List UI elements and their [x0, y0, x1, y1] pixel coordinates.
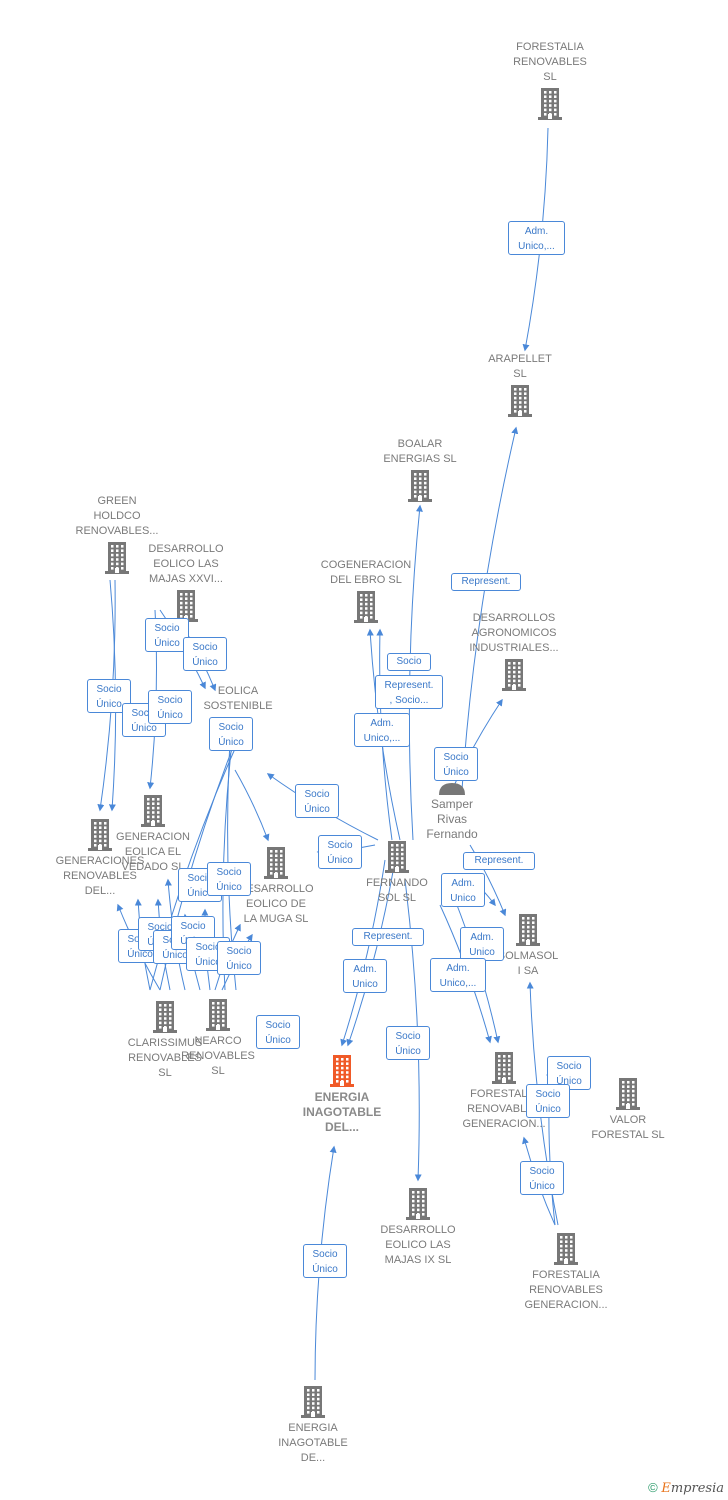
relation-edge-12: [340, 859, 386, 1047]
node-label: GENERACIONES RENOVABLES DEL...: [55, 855, 145, 897]
building-icon: [110, 1000, 220, 1034]
building-icon: [221, 846, 331, 880]
copyright-symbol: ©: [648, 1480, 658, 1495]
relation-label-1[interactable]: Adm. Unico,...: [508, 221, 565, 255]
node-valor-forestal[interactable]: VALOR FORESTAL SL: [573, 1075, 683, 1143]
relation-label-4[interactable]: Represent. , Socio...: [375, 675, 443, 709]
node-label: FORESTALIA RENOVABLES GENERACION...: [524, 1269, 608, 1311]
node-forestalia-gen2[interactable]: FORESTALIA RENOVABLES GENERACION...: [511, 1230, 621, 1313]
building-icon: [342, 840, 452, 874]
relation-edge-3: [408, 504, 423, 841]
node-arapellet[interactable]: ARAPELLET SL: [465, 352, 575, 420]
building-icon: [573, 1077, 683, 1111]
node-cogeneracion[interactable]: COGENERACION DEL EBRO SL: [311, 558, 421, 626]
building-icon: [62, 541, 172, 575]
relation-edge-7: [469, 844, 507, 917]
node-label: ARAPELLET SL: [488, 353, 552, 380]
relation-label-14[interactable]: Socio Único: [295, 784, 339, 818]
relation-label-23[interactable]: Socio Único: [207, 862, 251, 896]
relation-label-11[interactable]: Represent.: [352, 928, 424, 946]
relation-label-21[interactable]: Socio Único: [209, 717, 253, 751]
node-green-holdco[interactable]: GREEN HOLDCO RENOVABLES...: [62, 494, 172, 577]
node-forestalia[interactable]: FORESTALIA RENOVABLES SL: [495, 40, 605, 123]
footer-brand[interactable]: © Empresia: [648, 1480, 724, 1496]
building-icon: [45, 818, 155, 852]
node-nearco[interactable]: NEARCO RENOVABLES SL: [163, 996, 273, 1079]
node-energia-de[interactable]: ENERGIA INAGOTABLE DE...: [258, 1383, 368, 1466]
node-energia-focus[interactable]: ENERGIA INAGOTABLE DEL...: [287, 1052, 397, 1135]
building-icon: [459, 658, 569, 692]
node-label: BOALAR ENERGIAS SL: [383, 438, 457, 465]
relation-edge-11: [346, 859, 396, 1047]
node-generaciones[interactable]: GENERACIONES RENOVABLES DEL...: [45, 816, 155, 899]
node-label: ENERGIA INAGOTABLE DE...: [278, 1422, 348, 1464]
building-icon: [311, 590, 421, 624]
node-label: DESARROLLO EOLICO LAS MAJAS XXVI...: [148, 543, 224, 585]
building-icon: [365, 469, 475, 503]
building-icon: [258, 1385, 368, 1419]
node-label: FORESTALIA RENOVABLES GENERACION...: [462, 1088, 546, 1130]
building-icon: [449, 1051, 559, 1085]
node-label: VALOR FORESTAL SL: [591, 1114, 665, 1141]
relation-label-20[interactable]: Socio Único: [183, 637, 227, 671]
relation-label-29[interactable]: Socio Único: [217, 941, 261, 975]
person-icon: [397, 781, 507, 795]
relation-label-5[interactable]: Adm. Unico,...: [354, 713, 410, 747]
relation-edge-21: [234, 769, 270, 842]
node-label: CLARISSIMUS RENOVABLES SL: [127, 1037, 203, 1079]
node-label: DESARROLLOS AGRONOMICOS INDUSTRIALES...: [469, 612, 559, 654]
building-icon: [98, 794, 208, 828]
node-label: GREEN HOLDCO RENOVABLES...: [75, 495, 159, 537]
node-majas-ix[interactable]: DESARROLLO EOLICO LAS MAJAS IX SL: [363, 1185, 473, 1268]
relation-label-34[interactable]: Socio Único: [520, 1161, 564, 1195]
node-label: COGENERACION DEL EBRO SL: [320, 559, 412, 586]
node-label: DESARROLLO EOLICO DE LA MUGA SL: [238, 883, 314, 925]
building-icon: [163, 998, 273, 1032]
node-forestalia-gen1[interactable]: FORESTALIA RENOVABLES GENERACION...: [449, 1049, 559, 1132]
node-desarrollos-agro[interactable]: DESARROLLOS AGRONOMICOS INDUSTRIALES...: [459, 611, 569, 694]
building-icon: [495, 87, 605, 121]
node-fernando-sol[interactable]: FERNANDO SOL SL: [342, 838, 452, 906]
relation-label-12[interactable]: Adm. Unico: [343, 959, 387, 993]
node-boalar[interactable]: BOALAR ENERGIAS SL: [365, 437, 475, 505]
relation-edge-2: [461, 426, 519, 791]
node-generacion-vedado[interactable]: GENERACION EOLICA EL VEDADO SL: [98, 792, 208, 875]
node-muga[interactable]: DESARROLLO EOLICO DE LA MUGA SL: [221, 844, 331, 927]
node-majas-xxvi[interactable]: DESARROLLO EOLICO LAS MAJAS XXVI...: [131, 542, 241, 625]
relation-label-10[interactable]: Adm. Unico,...: [430, 958, 486, 992]
building-icon: [131, 589, 241, 623]
relation-label-19[interactable]: Socio Único: [145, 618, 189, 652]
node-label: FORESTALIA RENOVABLES SL: [513, 41, 587, 83]
building-icon: [511, 1232, 621, 1266]
relation-label-33[interactable]: Socio Único: [526, 1084, 570, 1118]
brand-logo: Empresia: [661, 1481, 724, 1496]
node-label: ENERGIA INAGOTABLE DEL...: [302, 1090, 382, 1134]
node-clarissimus[interactable]: CLARISSIMUS RENOVABLES SL: [110, 998, 220, 1081]
relation-label-13[interactable]: Socio Único: [386, 1026, 430, 1060]
relation-label-8[interactable]: Adm. Unico: [441, 873, 485, 907]
building-icon: [287, 1054, 397, 1088]
node-label: FERNANDO SOL SL: [366, 877, 428, 904]
relation-label-31[interactable]: Socio Único: [303, 1244, 347, 1278]
relation-label-18[interactable]: Socio Único: [148, 690, 192, 724]
node-label: Samper Rivas Fernando: [426, 797, 478, 841]
relation-label-9[interactable]: Adm. Unico: [460, 927, 504, 961]
node-label: GENERACION EOLICA EL VEDADO SL: [116, 831, 190, 873]
node-label: EOLICA SOSTENIBLE: [203, 685, 273, 712]
node-solmasol[interactable]: SOLMASOL I SA: [473, 911, 583, 979]
building-icon: [363, 1187, 473, 1221]
node-label: DESARROLLO EOLICO LAS MAJAS IX SL: [380, 1224, 456, 1266]
building-icon: [473, 913, 583, 947]
node-label: NEARCO RENOVABLES SL: [181, 1035, 255, 1077]
relation-label-15[interactable]: Socio Único: [318, 835, 362, 869]
node-samper[interactable]: Samper Rivas Fernando: [397, 779, 507, 842]
relation-label-6[interactable]: Socio Único: [434, 747, 478, 781]
building-icon: [465, 384, 575, 418]
node-label: SOLMASOL I SA: [497, 950, 559, 977]
relation-label-3[interactable]: Socio: [387, 653, 431, 671]
relation-label-30[interactable]: Socio Único: [256, 1015, 300, 1049]
relation-label-2[interactable]: Represent.: [451, 573, 521, 591]
relation-label-7[interactable]: Represent.: [463, 852, 535, 870]
